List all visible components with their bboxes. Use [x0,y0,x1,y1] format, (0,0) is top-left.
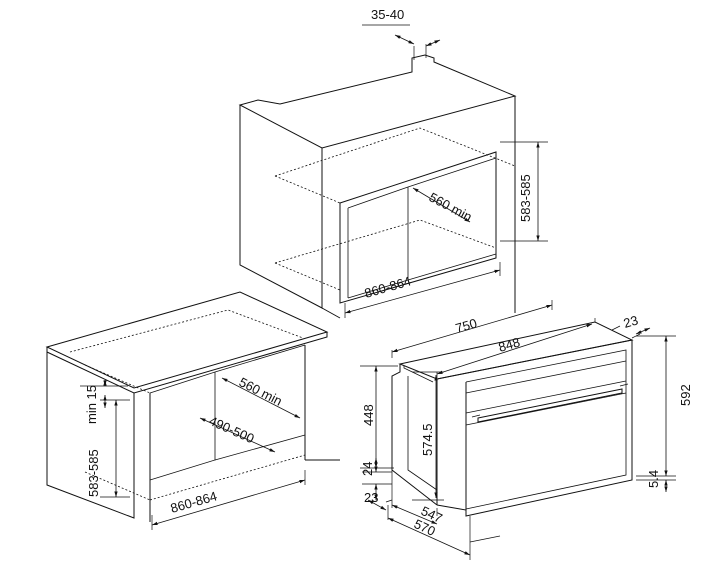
dim-oven-width: 750 [454,315,479,335]
dim-column-opening-height: 583-585 [518,174,533,222]
dim-oven-side-offset: 23 [364,490,378,505]
dim-oven-front-width: 848 [497,334,522,354]
dim-undercounter-gap: min 15 [84,385,99,424]
dim-undercounter-opening-height: 583-585 [86,449,101,497]
dim-oven-bottom-offset: 5.4 [646,470,661,488]
dim-column-depth: 560 min [427,189,475,224]
oven-dimension-lines [360,300,676,560]
dim-oven-lower-gap: 24 [360,462,375,476]
dim-niche-top-offset: 35-40 [371,7,404,22]
dim-oven-body-height: 448 [361,404,376,426]
undercounter-dimension-lines [80,377,306,530]
dim-oven-front-thickness: 23 [622,312,640,330]
dim-oven-inner-height: 574.5 [420,423,435,456]
dim-undercounter-opening-width: 860-864 [169,488,219,516]
dim-undercounter-depth-range: 490-500 [207,413,257,446]
dim-undercounter-depth: 560 min [237,374,285,408]
dim-oven-front-height: 592 [678,384,693,406]
column-dimension-lines [344,24,548,318]
undercounter-cabinet [45,291,340,522]
dim-column-opening-width: 860-864 [363,273,413,301]
column-cabinet [238,54,517,319]
